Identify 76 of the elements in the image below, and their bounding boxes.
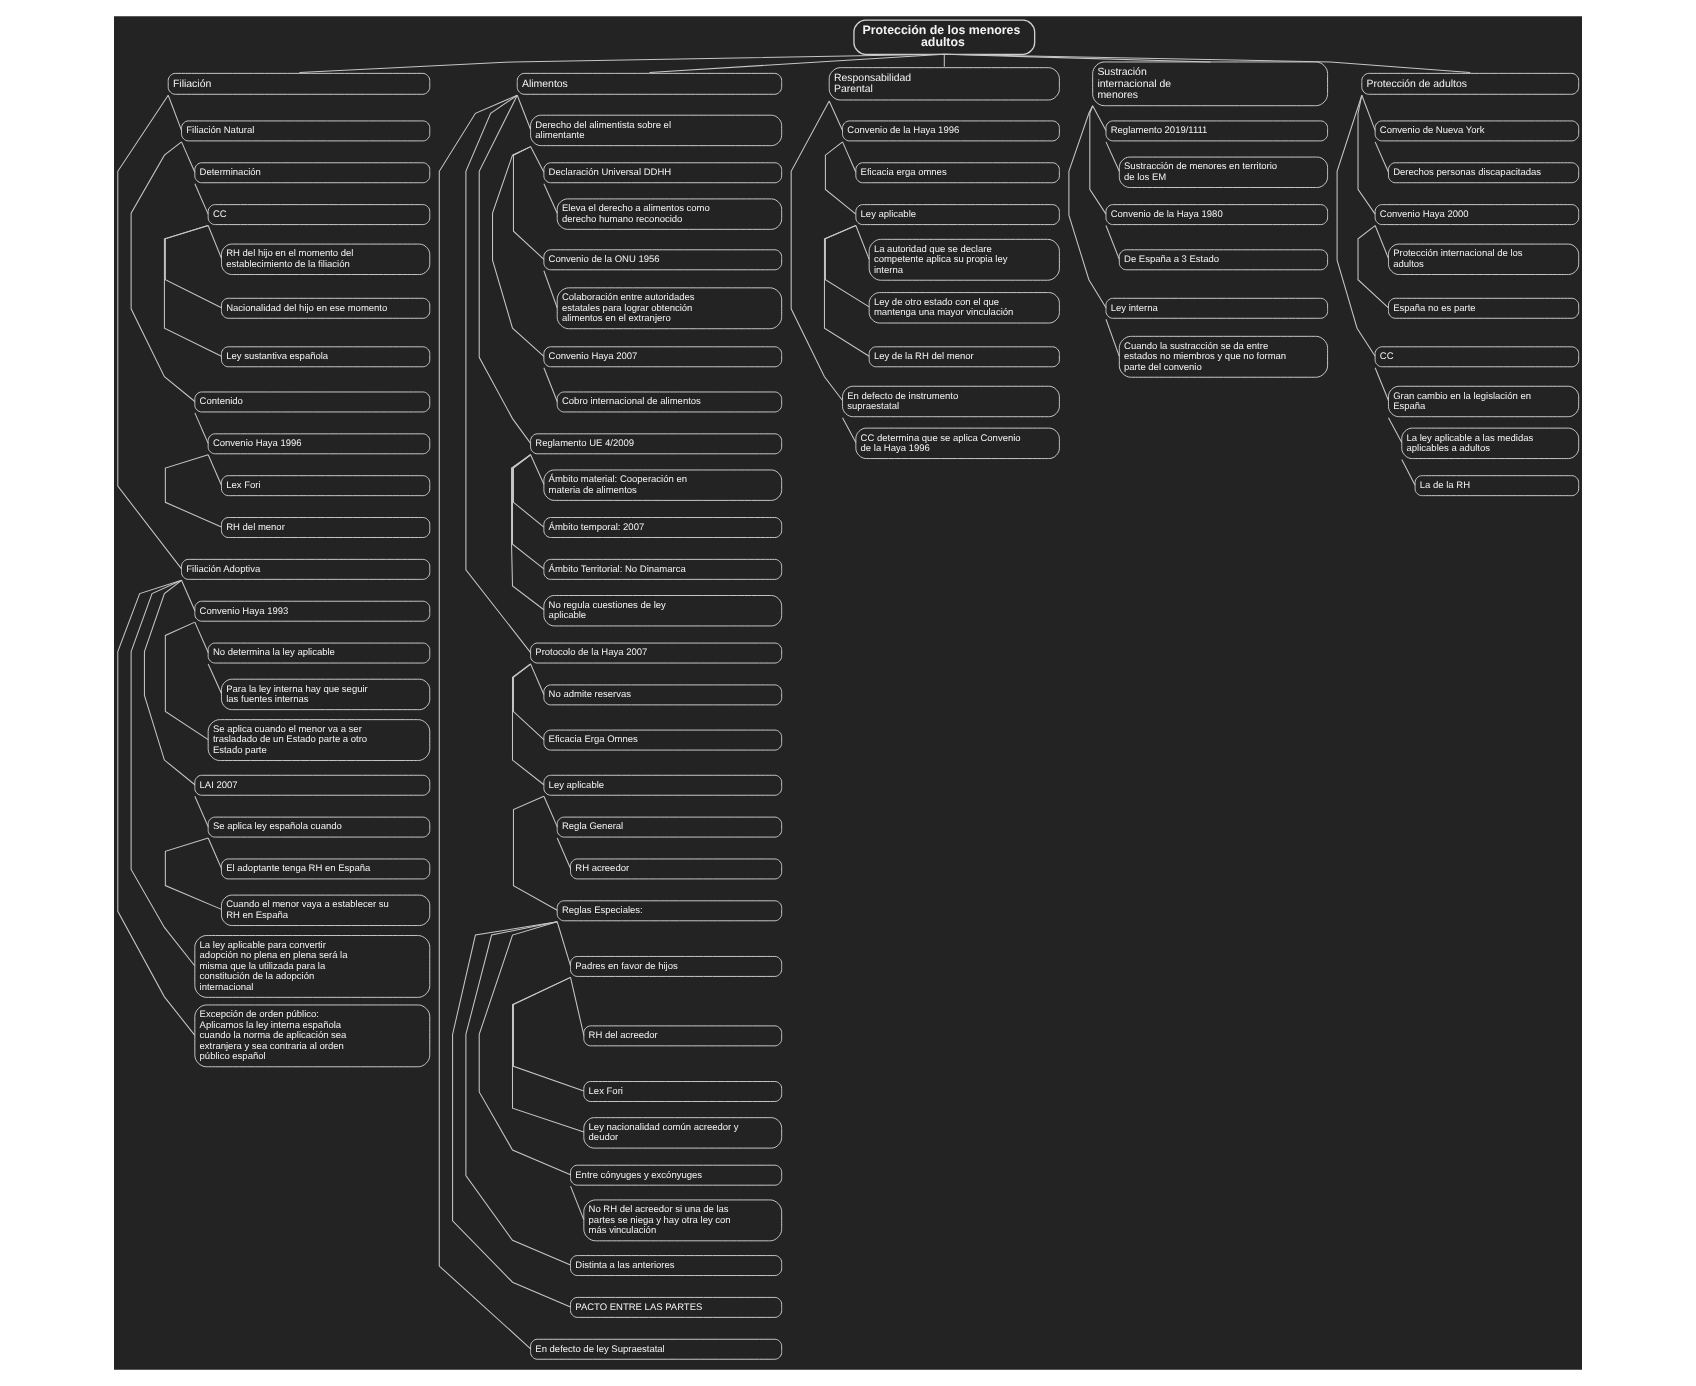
connector	[130, 141, 196, 402]
connector	[1357, 225, 1389, 309]
connector	[543, 367, 558, 402]
connector	[855, 225, 870, 260]
connector	[530, 454, 545, 485]
connector	[842, 417, 857, 443]
connector	[842, 141, 857, 173]
connector	[1374, 367, 1389, 402]
connector	[511, 454, 545, 570]
connector	[511, 454, 545, 611]
connector	[207, 663, 222, 694]
connector	[492, 146, 545, 357]
connector	[943, 53, 1471, 73]
connector	[1105, 318, 1120, 357]
connector	[1068, 105, 1107, 309]
connector	[1361, 94, 1376, 131]
connector	[163, 225, 222, 357]
connector	[298, 53, 945, 73]
connector	[543, 795, 558, 828]
connector	[1089, 105, 1107, 215]
connector	[1092, 105, 1107, 131]
connector	[512, 146, 545, 260]
connector	[512, 795, 558, 911]
connector	[164, 837, 222, 910]
connector	[143, 579, 196, 786]
connector	[207, 837, 222, 869]
connector	[530, 146, 545, 173]
connector	[1387, 417, 1403, 443]
connector	[1336, 94, 1376, 357]
connector	[512, 663, 545, 741]
connector	[570, 976, 585, 1036]
connector	[1374, 141, 1389, 173]
connector	[478, 921, 572, 1176]
connector	[570, 1185, 585, 1221]
connector	[824, 141, 857, 215]
connector	[465, 921, 572, 1266]
connector	[117, 94, 183, 570]
connector	[790, 100, 844, 402]
connector	[824, 225, 870, 308]
connector	[117, 579, 196, 1036]
connector	[194, 621, 209, 654]
connector	[516, 94, 532, 130]
connector	[1357, 94, 1376, 215]
connector	[543, 183, 558, 214]
connector	[452, 921, 572, 1308]
connector	[478, 94, 532, 444]
connector	[207, 454, 222, 486]
connector	[438, 94, 532, 1350]
connector	[543, 270, 558, 309]
connector	[828, 100, 844, 131]
connector	[1401, 459, 1416, 486]
connector	[164, 225, 222, 309]
connector	[465, 94, 532, 654]
connector	[556, 837, 572, 869]
connector	[167, 94, 183, 131]
connector	[823, 225, 870, 357]
connector	[530, 663, 545, 695]
connector	[181, 579, 196, 612]
connector	[164, 454, 222, 528]
connector	[943, 53, 945, 68]
connector	[556, 921, 572, 967]
connector	[1105, 141, 1120, 172]
connector	[164, 621, 209, 741]
connector	[511, 663, 545, 786]
connector	[207, 225, 222, 259]
connector	[181, 141, 196, 173]
connector	[194, 795, 209, 828]
connector	[194, 183, 209, 215]
connector	[648, 53, 945, 73]
connector	[511, 976, 585, 1133]
connector	[512, 454, 545, 528]
connector	[1105, 225, 1120, 260]
connector	[194, 412, 209, 444]
connector	[512, 976, 585, 1092]
connector	[1374, 225, 1389, 259]
connector	[130, 579, 196, 967]
